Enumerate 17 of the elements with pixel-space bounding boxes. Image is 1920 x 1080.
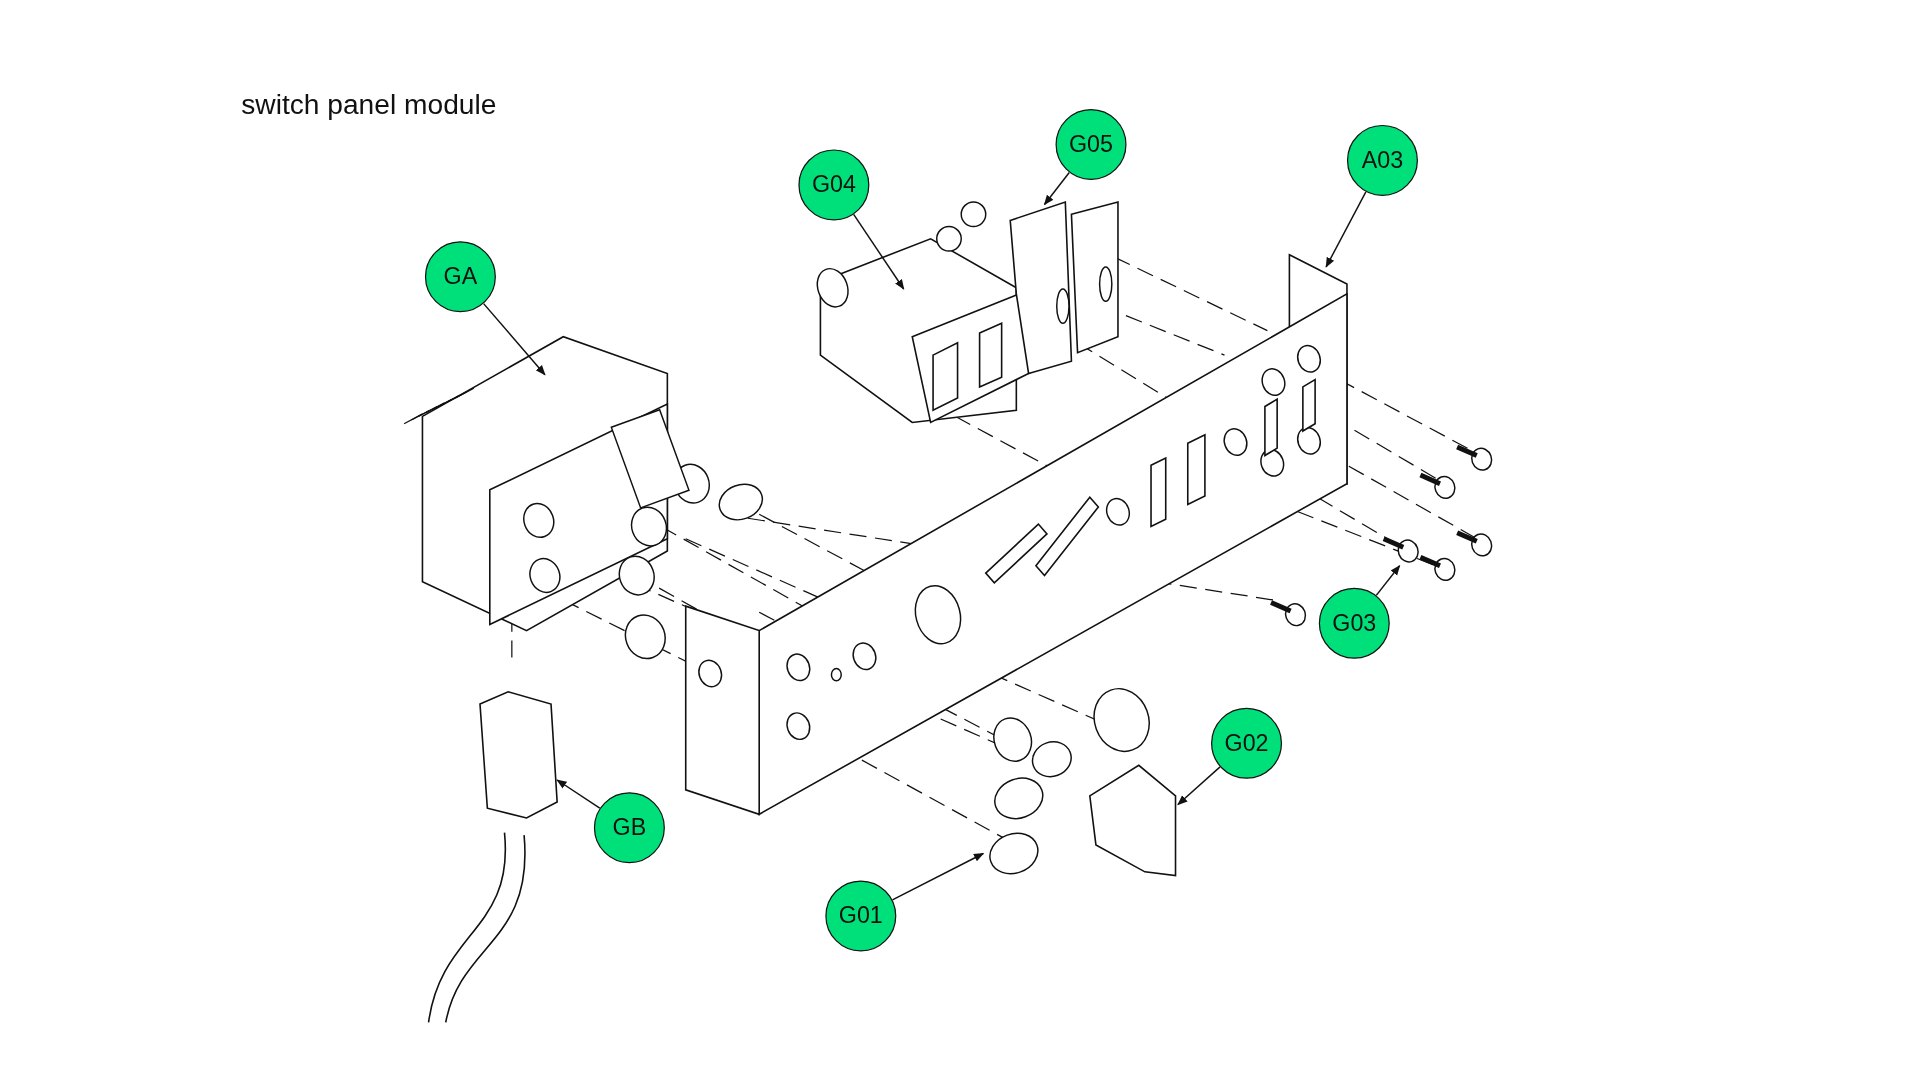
callout-circle: A03 (1346, 124, 1418, 196)
leader-line (482, 302, 546, 376)
leader-line (1325, 191, 1367, 268)
diagram-title: switch panel module (241, 88, 497, 122)
leader-line (1177, 766, 1221, 806)
callout-circle: G01 (825, 880, 897, 952)
callout-circle: G04 (798, 149, 870, 221)
leader-line (556, 779, 601, 809)
callout-circle: G05 (1055, 109, 1127, 180)
callout-circle: GB (593, 792, 665, 864)
leader-line (891, 852, 985, 901)
leader-line (852, 213, 905, 290)
leader-line (1375, 564, 1401, 597)
callout-circle: G02 (1211, 707, 1283, 779)
leader-line (1043, 171, 1070, 206)
callout-circle: G03 (1318, 587, 1390, 659)
callout-circle: GA (424, 241, 496, 313)
